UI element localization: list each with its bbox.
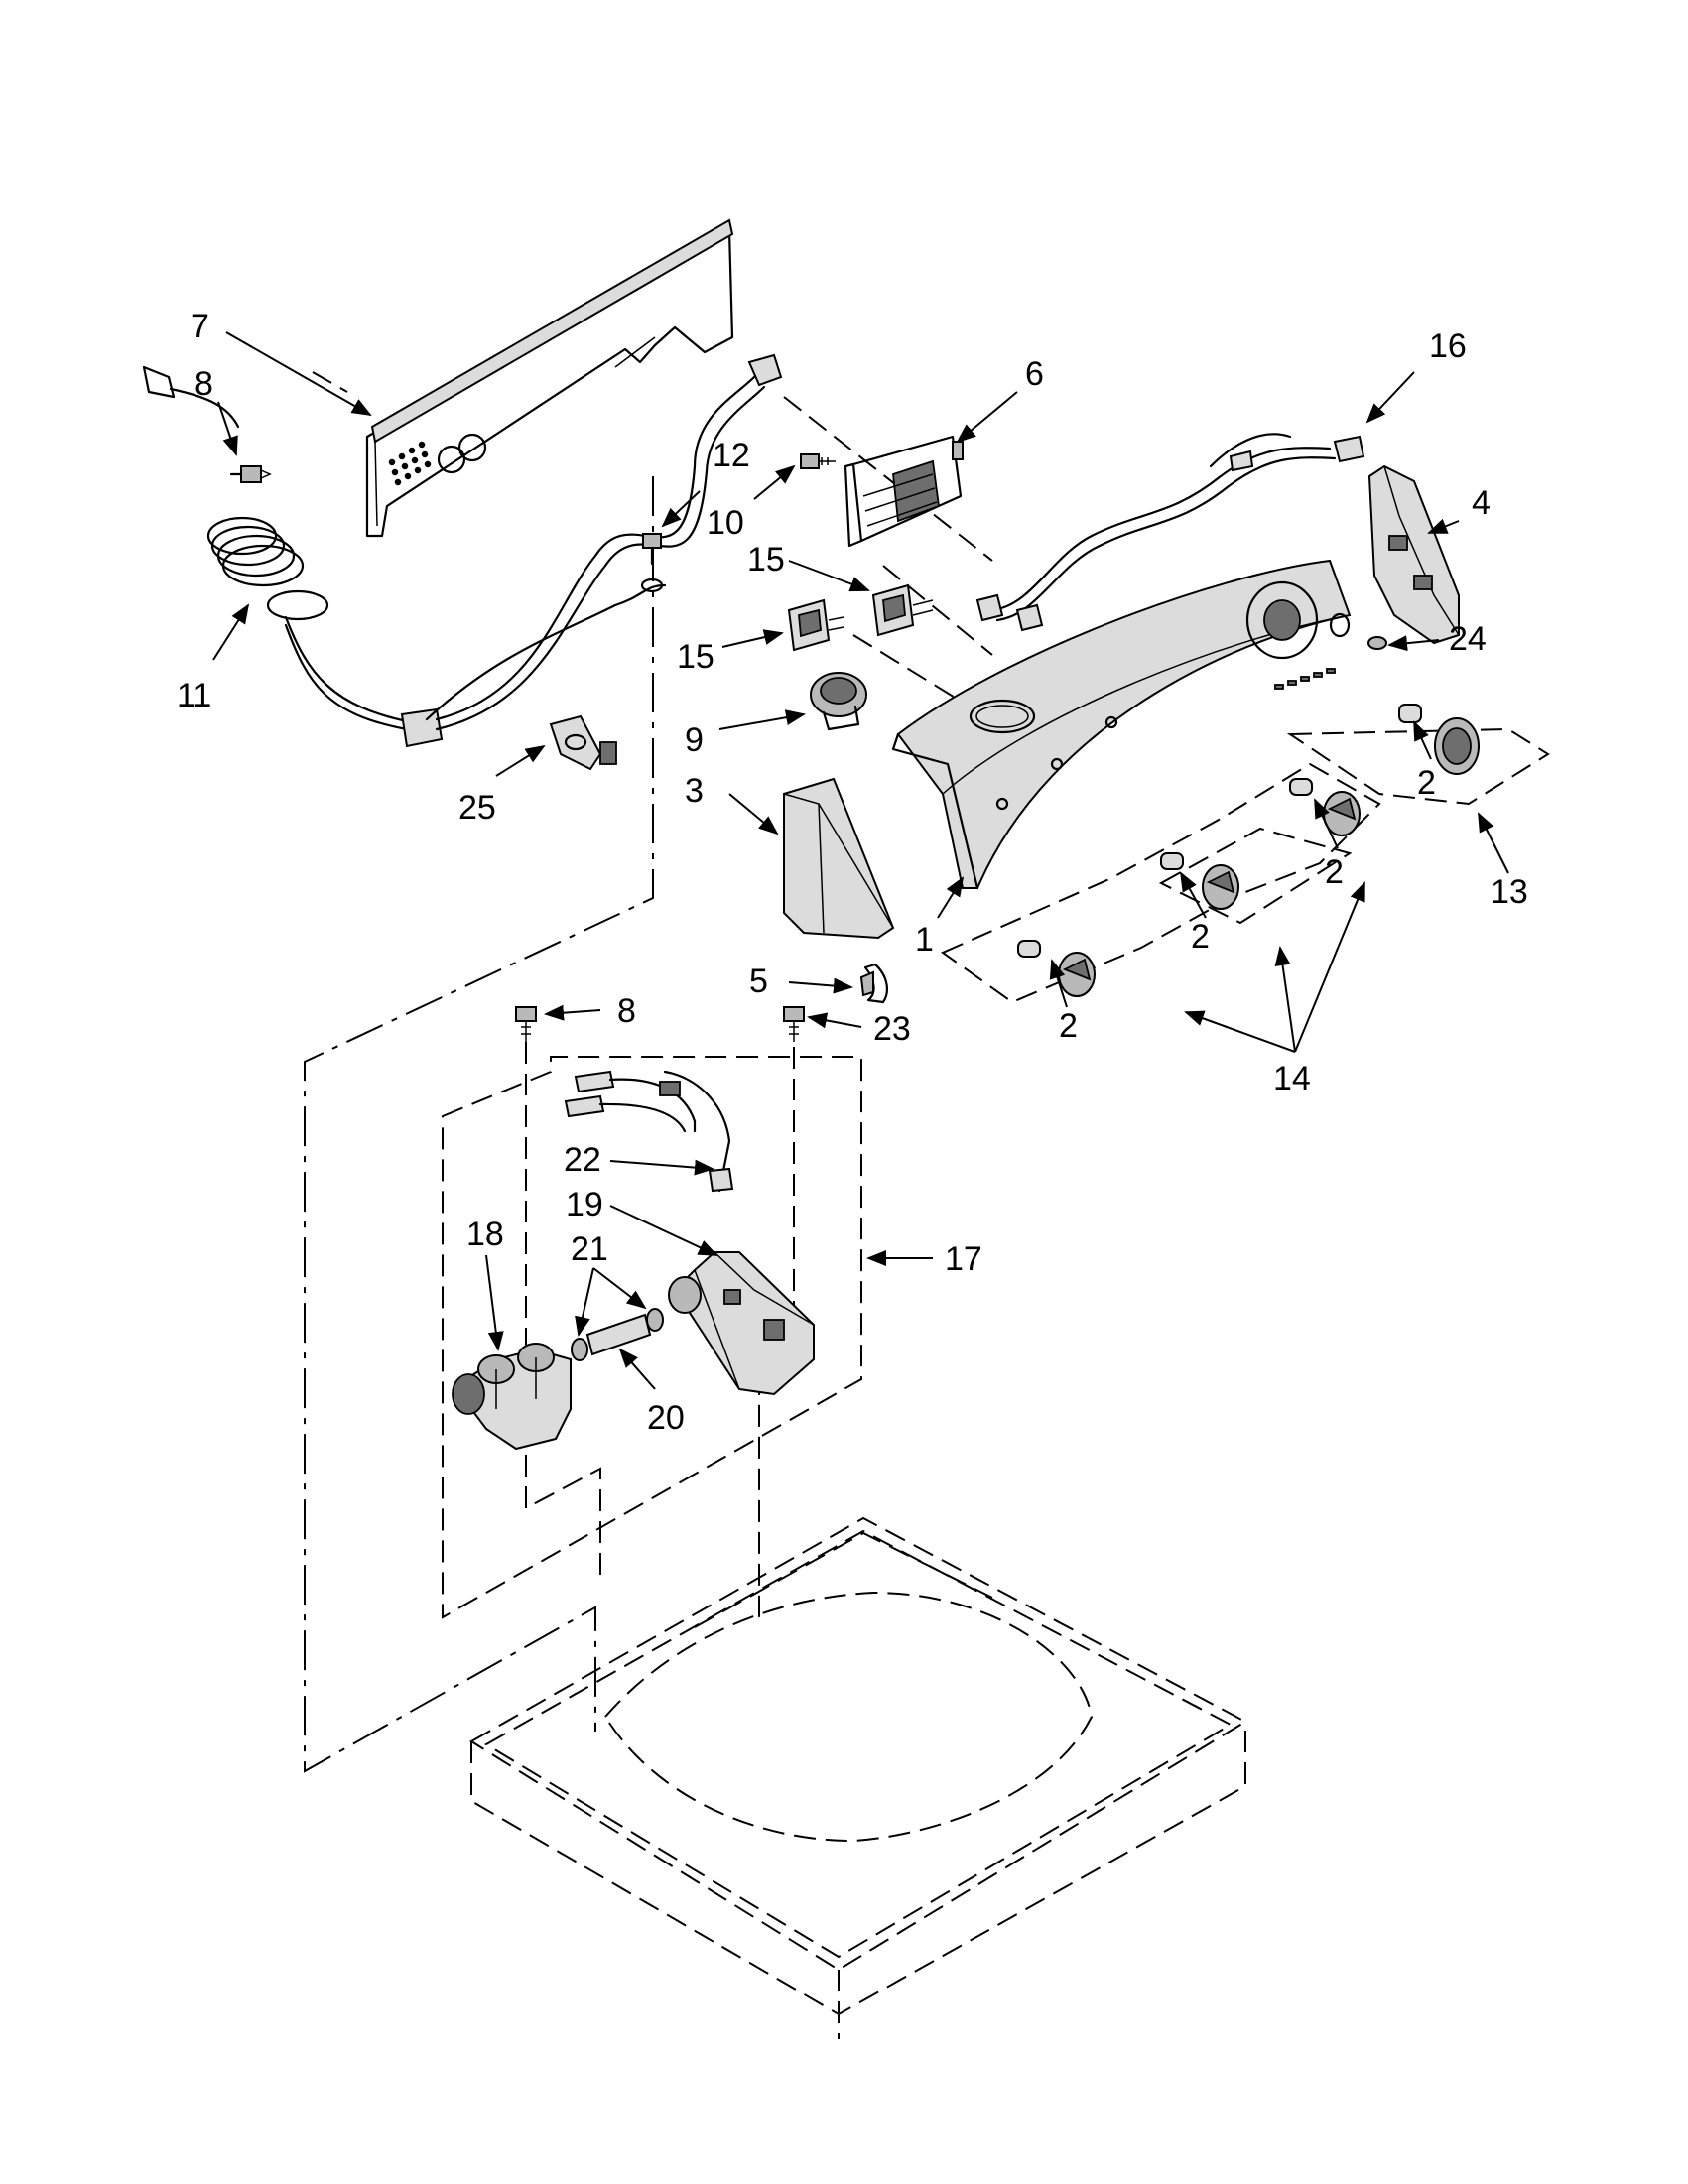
callout-12: 12 bbox=[713, 437, 750, 474]
callout-6: 6 bbox=[1025, 355, 1044, 393]
part-23-screw bbox=[783, 1006, 805, 1042]
part-16-wire-harness bbox=[975, 433, 1365, 632]
callout-20: 20 bbox=[647, 1399, 685, 1437]
callout-2-c: 2 bbox=[1191, 918, 1210, 956]
callout-8-bottom: 8 bbox=[617, 992, 636, 1030]
part-10-screw bbox=[800, 453, 836, 469]
part-7-rear-panel bbox=[365, 218, 734, 538]
part-20-hose bbox=[585, 1313, 652, 1356]
part-8-screw-top bbox=[229, 465, 272, 483]
callout-17: 17 bbox=[945, 1240, 982, 1278]
callout-5: 5 bbox=[749, 963, 768, 1000]
dashed-line-screw-8-top bbox=[312, 371, 348, 393]
callout-1: 1 bbox=[915, 921, 934, 959]
callout-2-a: 2 bbox=[1417, 764, 1436, 802]
assembly-lines bbox=[304, 371, 993, 1773]
callout-3: 3 bbox=[685, 772, 704, 810]
dashed-line-harness-6 bbox=[783, 396, 993, 562]
callout-19: 19 bbox=[566, 1186, 603, 1223]
part-11-power-cord bbox=[142, 353, 783, 748]
part-3-cover bbox=[783, 777, 895, 940]
part-6-control-board bbox=[844, 435, 964, 548]
part-24-washer bbox=[1367, 636, 1387, 650]
part-1-console bbox=[891, 559, 1352, 890]
callout-11: 11 bbox=[177, 677, 211, 714]
callout-8-top: 8 bbox=[195, 365, 213, 403]
part-4-end-cap bbox=[1367, 464, 1460, 645]
part-8-screw-bottom bbox=[515, 1006, 537, 1042]
callout-24: 24 bbox=[1449, 620, 1487, 658]
callout-labels: 7 8 6 16 12 10 15 15 4 24 11 9 25 3 2 2 … bbox=[177, 308, 1528, 1437]
tub-ring bbox=[469, 1516, 1248, 2039]
part-12-ground-screw bbox=[640, 533, 664, 593]
callout-14: 14 bbox=[1273, 1060, 1311, 1097]
part-18-water-valve bbox=[452, 1343, 572, 1451]
part-19-bracket bbox=[668, 1251, 815, 1396]
dashed-line-screw-8-bottom bbox=[525, 1042, 601, 1578]
part-25-clip bbox=[549, 714, 617, 771]
callout-10: 10 bbox=[707, 504, 744, 542]
callout-2-d: 2 bbox=[1059, 1007, 1078, 1045]
dashed-line-ground bbox=[304, 476, 654, 1773]
callout-23: 23 bbox=[873, 1010, 911, 1048]
valve-assembly-box bbox=[442, 1056, 862, 1619]
callout-13: 13 bbox=[1491, 873, 1528, 911]
part-22-harness bbox=[564, 1070, 734, 1193]
callout-7: 7 bbox=[191, 308, 209, 345]
knob-group-13 bbox=[1286, 704, 1550, 806]
callout-22: 22 bbox=[564, 1141, 601, 1179]
callout-2-b: 2 bbox=[1325, 853, 1344, 891]
callout-arrows bbox=[212, 331, 1509, 1390]
part-5-clip bbox=[859, 963, 888, 1004]
callout-15-upper: 15 bbox=[747, 541, 785, 578]
callout-15-lower: 15 bbox=[677, 638, 714, 676]
dashed-line-screw-23 bbox=[758, 1047, 795, 1617]
part-15-switch-right bbox=[871, 583, 934, 637]
dashed-line-switches bbox=[852, 565, 993, 715]
callout-4: 4 bbox=[1472, 484, 1491, 522]
part-15-switch-left bbox=[787, 598, 844, 652]
callout-21: 21 bbox=[571, 1230, 608, 1268]
callout-16: 16 bbox=[1429, 327, 1467, 365]
knob-group-14 bbox=[940, 762, 1381, 1004]
callout-25: 25 bbox=[458, 789, 496, 827]
part-9-pressure-switch bbox=[810, 672, 867, 731]
callout-18: 18 bbox=[466, 1216, 504, 1253]
callout-9: 9 bbox=[685, 721, 704, 759]
part-21-washers bbox=[571, 1308, 664, 1361]
